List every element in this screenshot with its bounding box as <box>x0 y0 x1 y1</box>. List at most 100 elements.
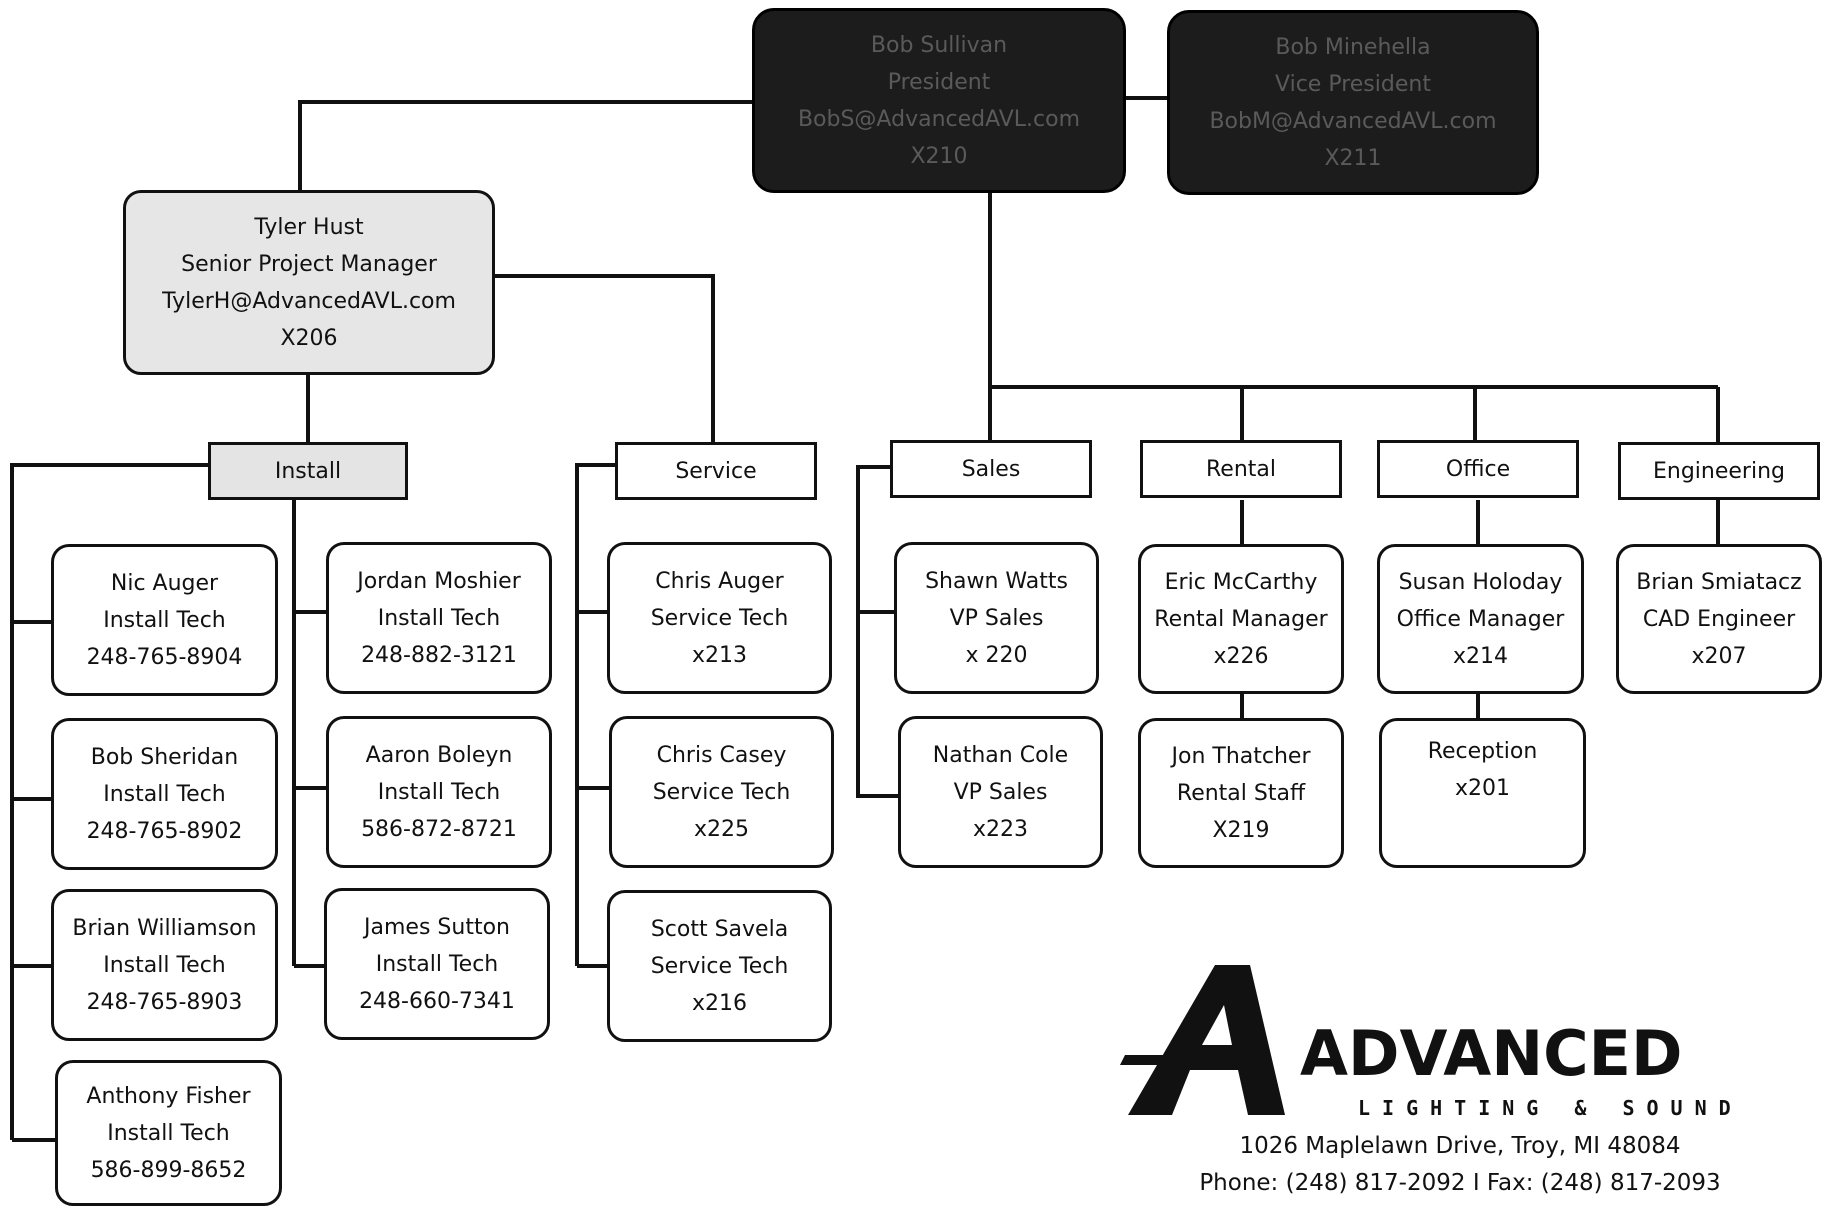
manager-email: TylerH@AdvancedAVL.com <box>162 288 456 314</box>
dept-install: Install <box>208 442 408 500</box>
dept-engineering: Engineering <box>1618 442 1820 500</box>
person-title: Install Tech <box>103 781 226 807</box>
person-name: Nic Auger <box>110 570 219 596</box>
person-title: Office Manager <box>1396 606 1565 632</box>
person-name: Eric McCarthy <box>1164 569 1318 595</box>
vp-name: Bob Minehella <box>1275 34 1431 60</box>
person-name: Anthony Fisher <box>86 1083 251 1109</box>
person-title: CAD Engineer <box>1642 606 1796 632</box>
vice-president-box: Bob Minehella Vice President BobM@Advanc… <box>1167 10 1539 195</box>
person-ext: x216 <box>691 990 747 1016</box>
person-title: Install Tech <box>107 1120 230 1146</box>
person-ext: x223 <box>972 816 1028 842</box>
person-name: Brian Smiatacz <box>1636 569 1802 595</box>
president-box: Bob Sullivan President BobS@AdvancedAVL.… <box>752 8 1126 193</box>
person-name: Jon Thatcher <box>1171 743 1311 769</box>
service-card: Chris Auger Service Tech x213 <box>607 542 832 694</box>
install-card: James Sutton Install Tech 248-660-7341 <box>324 888 550 1040</box>
person-phone: 586-872-8721 <box>361 816 517 842</box>
president-name: Bob Sullivan <box>870 32 1008 58</box>
vp-email: BobM@AdvancedAVL.com <box>1209 108 1497 134</box>
person-name: Aaron Boleyn <box>365 742 513 768</box>
person-title: Service Tech <box>650 605 789 631</box>
person-phone: 586-899-8652 <box>90 1157 247 1183</box>
dept-service: Service <box>615 442 817 500</box>
dept-rental: Rental <box>1140 440 1342 498</box>
person-name: Scott Savela <box>650 916 789 942</box>
rental-card: Eric McCarthy Rental Manager x226 <box>1138 544 1344 694</box>
logo-subtitle: LIGHTING & SOUND <box>1358 1096 1740 1120</box>
install-card: Bob Sheridan Install Tech 248-765-8902 <box>51 718 278 870</box>
office-card: Reception x201 <box>1379 718 1586 868</box>
person-name: Nathan Cole <box>932 742 1069 768</box>
president-title: President <box>887 69 991 95</box>
engineering-card: Brian Smiatacz CAD Engineer x207 <box>1616 544 1822 694</box>
dept-sales: Sales <box>890 440 1092 498</box>
person-name: James Sutton <box>364 914 510 940</box>
service-card: Chris Casey Service Tech x225 <box>609 716 834 868</box>
vp-ext: X211 <box>1324 145 1382 171</box>
president-ext: X210 <box>910 143 968 169</box>
person-ext: X219 <box>1212 817 1270 843</box>
install-card: Jordan Moshier Install Tech 248-882-3121 <box>326 542 552 694</box>
company-address: 1026 Maplelawn Drive, Troy, MI 48084 <box>1239 1133 1681 1159</box>
person-phone: 248-765-8903 <box>86 989 243 1015</box>
dept-office: Office <box>1377 440 1579 498</box>
person-ext: x213 <box>691 642 747 668</box>
person-ext: x225 <box>693 816 749 842</box>
person-title: Install Tech <box>103 952 226 978</box>
person-name: Jordan Moshier <box>357 568 521 594</box>
office-card: Susan Holoday Office Manager x214 <box>1377 544 1584 694</box>
person-name: Bob Sheridan <box>90 744 239 770</box>
dept-install-label: Install <box>274 458 342 484</box>
install-card: Aaron Boleyn Install Tech 586-872-8721 <box>326 716 552 868</box>
manager-ext: X206 <box>280 325 338 351</box>
person-ext: x214 <box>1452 643 1508 669</box>
president-email: BobS@AdvancedAVL.com <box>797 106 1081 132</box>
person-name: Chris Casey <box>656 742 787 768</box>
dept-engineering-label: Engineering <box>1653 458 1785 484</box>
person-ext: x207 <box>1691 643 1747 669</box>
dept-office-label: Office <box>1445 456 1511 482</box>
person-title: Install Tech <box>377 605 501 631</box>
sales-card: Shawn Watts VP Sales x 220 <box>894 542 1099 694</box>
person-ext: x201 <box>1454 776 1510 801</box>
person-phone: 248-882-3121 <box>361 642 517 668</box>
person-ext: x 220 <box>965 642 1028 668</box>
person-title: VP Sales <box>953 779 1048 805</box>
company-logo: ADVANCED LIGHTING & SOUND <box>1120 965 1740 1120</box>
person-title: Service Tech <box>650 953 789 979</box>
person-name: Susan Holoday <box>1398 569 1563 595</box>
person-name: Shawn Watts <box>925 568 1068 594</box>
person-phone: 248-765-8902 <box>86 818 243 844</box>
logo-word: ADVANCED <box>1300 1017 1682 1090</box>
person-title: Install Tech <box>375 951 499 977</box>
manager-box: Tyler Hust Senior Project Manager TylerH… <box>123 190 495 375</box>
install-card: Brian Williamson Install Tech 248-765-89… <box>51 889 278 1041</box>
install-card: Nic Auger Install Tech 248-765-8904 <box>51 544 278 696</box>
manager-title: Senior Project Manager <box>181 251 437 277</box>
rental-card: Jon Thatcher Rental Staff X219 <box>1138 718 1344 868</box>
person-name: Reception <box>1427 739 1538 764</box>
person-ext: x226 <box>1213 643 1269 669</box>
company-phone-fax: Phone: (248) 817-2092 I Fax: (248) 817-2… <box>1199 1170 1721 1196</box>
person-title: Service Tech <box>652 779 791 805</box>
sales-card: Nathan Cole VP Sales x223 <box>898 716 1103 868</box>
person-phone: 248-765-8904 <box>86 644 243 670</box>
person-title: Rental Manager <box>1154 606 1328 632</box>
person-title: Rental Staff <box>1176 780 1306 806</box>
person-title: Install Tech <box>377 779 501 805</box>
manager-name: Tyler Hust <box>254 214 364 240</box>
dept-sales-label: Sales <box>961 456 1021 482</box>
install-card: Anthony Fisher Install Tech 586-899-8652 <box>55 1060 282 1206</box>
person-name: Chris Auger <box>655 568 784 594</box>
dept-service-label: Service <box>675 458 757 484</box>
person-title: VP Sales <box>949 605 1044 631</box>
person-name: Brian Williamson <box>72 915 257 941</box>
person-phone: 248-660-7341 <box>359 988 515 1014</box>
vp-title: Vice President <box>1275 71 1431 97</box>
person-title: Install Tech <box>103 607 226 633</box>
dept-rental-label: Rental <box>1206 456 1276 482</box>
service-card: Scott Savela Service Tech x216 <box>607 890 832 1042</box>
